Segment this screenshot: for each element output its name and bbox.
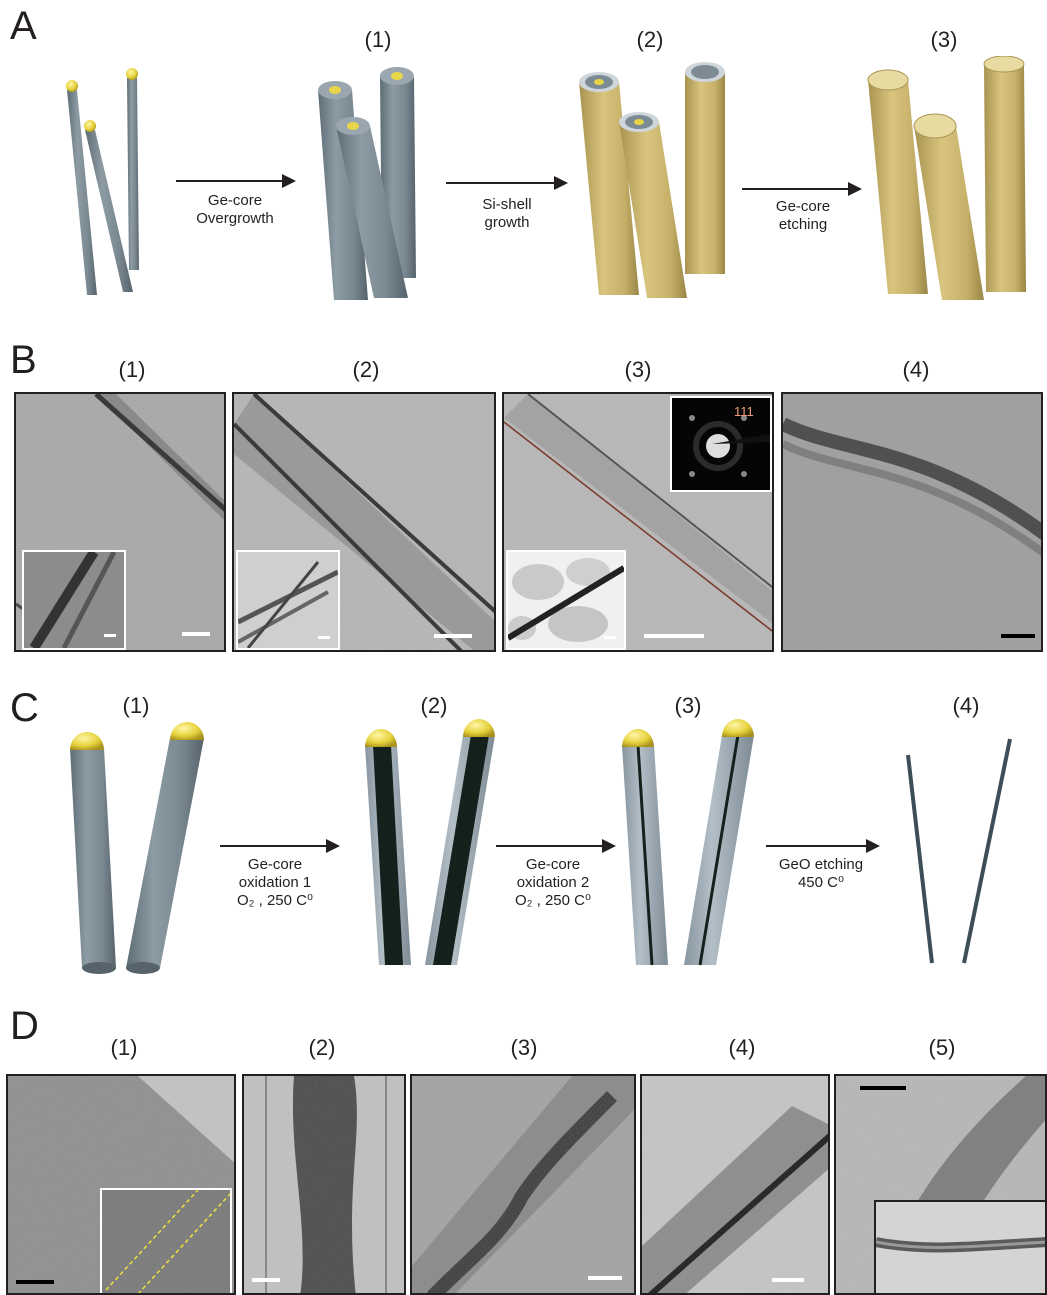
gold-tip-icon xyxy=(365,729,397,747)
tem-image-b4 xyxy=(781,392,1043,652)
panel-a-arrow-1 xyxy=(176,180,294,182)
panel-a-arrow-3 xyxy=(742,188,860,190)
scale-bar xyxy=(252,1278,280,1282)
scale-bar xyxy=(16,1280,54,1284)
gold-tip-icon xyxy=(66,80,78,92)
panel-c-step-3-nanowires xyxy=(612,715,762,975)
panel-a-step-1: (1) xyxy=(348,28,408,52)
gold-tip-icon xyxy=(170,722,204,740)
tem-image-d3 xyxy=(410,1074,636,1295)
panel-b-step-3: (3) xyxy=(608,358,668,382)
panel-a-arrow-2 xyxy=(446,182,566,184)
panel-d-step-5: (5) xyxy=(912,1036,972,1060)
panel-c-step-4-nanowires xyxy=(900,735,1020,970)
gold-tip-icon xyxy=(70,732,104,750)
gold-tip-icon xyxy=(463,719,495,737)
tem-inset-d5 xyxy=(874,1200,1047,1295)
gold-tip-icon xyxy=(126,68,138,80)
panel-letter-b: B xyxy=(10,340,37,380)
tem-image-d1 xyxy=(6,1074,236,1295)
tem-image-b3: 111 xyxy=(502,392,774,652)
panel-a-step-3-nanotubes xyxy=(862,56,1037,306)
gold-tip-icon xyxy=(722,719,754,737)
panel-d-step-2: (2) xyxy=(292,1036,352,1060)
scale-bar xyxy=(860,1086,906,1090)
scale-bar xyxy=(644,634,704,638)
panel-a-step-3: (3) xyxy=(914,28,974,52)
tem-inset-b2 xyxy=(236,550,340,650)
panel-a-thin-nanowires xyxy=(55,60,165,305)
gold-tip-icon xyxy=(84,120,96,132)
panel-c-arrow-3 xyxy=(766,845,878,847)
panel-b-step-2: (2) xyxy=(336,358,396,382)
saed-inset: 111 xyxy=(670,396,772,492)
panel-c-step-2-nanowires xyxy=(355,715,505,975)
gold-tip-icon xyxy=(622,729,654,747)
tem-image-b1 xyxy=(14,392,226,652)
panel-a-step-2-nanowires xyxy=(575,60,730,305)
panel-c-arrow-1 xyxy=(220,845,338,847)
tem-image-d4 xyxy=(640,1074,830,1295)
tem-inset-d1 xyxy=(100,1188,232,1295)
panel-c-step-1: (1) xyxy=(106,694,166,718)
scale-bar xyxy=(1001,634,1035,638)
panel-d-step-4: (4) xyxy=(712,1036,772,1060)
panel-letter-c: C xyxy=(10,688,39,728)
panel-letter-a: A xyxy=(10,6,37,46)
scale-bar xyxy=(182,632,210,636)
panel-a-step-1-nanowires xyxy=(310,60,430,310)
saed-index-label: 111 xyxy=(734,404,754,419)
panel-letter-d: D xyxy=(10,1006,39,1046)
panel-b-step-4: (4) xyxy=(886,358,946,382)
tem-image-d2 xyxy=(242,1074,406,1295)
tem-image-d5 xyxy=(834,1074,1047,1295)
tem-inset-b3 xyxy=(506,550,626,650)
panel-d-step-1: (1) xyxy=(94,1036,154,1060)
panel-d-step-3: (3) xyxy=(494,1036,554,1060)
panel-c-step-4: (4) xyxy=(936,694,996,718)
scale-bar xyxy=(588,1276,622,1280)
tem-image-b2 xyxy=(232,392,496,652)
scale-bar xyxy=(434,634,472,638)
scale-bar xyxy=(772,1278,804,1282)
tem-inset-b1 xyxy=(22,550,126,650)
panel-c-step-1-nanowires xyxy=(60,720,220,975)
panel-c-arrow-2 xyxy=(496,845,614,847)
panel-b-step-1: (1) xyxy=(102,358,162,382)
panel-a-step-2: (2) xyxy=(620,28,680,52)
